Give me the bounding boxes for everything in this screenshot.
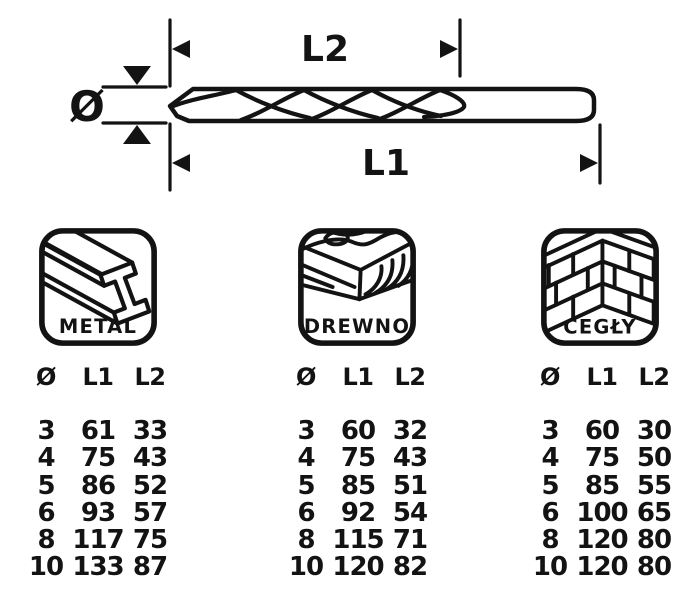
l1-arrow-right	[580, 154, 598, 172]
column-header: Ø	[540, 363, 560, 391]
table-cell: 120	[576, 525, 628, 556]
spec-table-header-drewno: Ø L1 L2	[280, 363, 444, 391]
table-cell: 4	[541, 443, 559, 474]
table-cell: 43	[392, 443, 428, 474]
wood-grain-icon: DREWNO	[297, 228, 416, 346]
column-header: L1	[342, 363, 375, 391]
drill-dimension-diagram: L2 L1 Ø	[69, 18, 602, 192]
table-cell: 52	[132, 470, 168, 501]
table-cell: 75	[584, 443, 620, 474]
table-cell: 82	[392, 552, 428, 583]
drill-flutes	[168, 87, 467, 123]
flute-length-label: L2	[301, 29, 349, 70]
column-header: L2	[134, 363, 167, 391]
total-length-label: L1	[362, 143, 410, 184]
table-cell: 3	[37, 416, 55, 446]
table-cell: 80	[636, 525, 672, 556]
table-cell: 6	[297, 497, 315, 528]
table-cell: 54	[392, 497, 428, 528]
table-cell: 71	[392, 525, 428, 556]
column-header: L2	[394, 363, 427, 391]
material-section-cegly: CEGŁY Ø L1 L2 3 60 30 4 75 50 5 85 55 6 …	[512, 225, 687, 582]
table-cell: 75	[80, 443, 116, 474]
table-cell: 55	[636, 470, 672, 501]
material-section-metal: METAL Ø L1 L2 3 61 33 4 75 43 5 86 52 6 …	[10, 225, 185, 582]
i-beam-icon: METAL	[38, 228, 157, 346]
material-label-drewno: DREWNO	[303, 315, 409, 338]
table-cell: 92	[340, 497, 376, 528]
drill-bit-drawing	[167, 86, 597, 124]
table-cell: 6	[37, 497, 55, 528]
l1-arrow-left	[172, 154, 190, 172]
table-cell: 5	[541, 470, 559, 501]
column-header: L1	[82, 363, 115, 391]
table-cell: 3	[541, 416, 559, 446]
column-header: Ø	[296, 363, 316, 391]
table-cell: 60	[340, 416, 376, 446]
table-cell: 4	[37, 443, 55, 474]
table-cell: 10	[532, 552, 568, 583]
table-cell: 60	[584, 416, 620, 446]
table-cell: 30	[636, 416, 672, 446]
table-cell: 85	[340, 470, 376, 501]
diameter-arrow-up	[123, 125, 151, 144]
table-cell: 87	[132, 552, 168, 583]
brick-wall-icon: CEGŁY	[540, 228, 659, 346]
table-cell: 93	[80, 497, 116, 528]
table-cell: 133	[72, 552, 124, 583]
dimension-extension-lines	[101, 18, 602, 192]
spec-table-drewno: 3 60 32 4 75 43 5 85 51 6 92 54 8 115 71…	[280, 416, 444, 583]
table-cell: 65	[636, 497, 672, 528]
table-cell: 10	[28, 552, 64, 583]
table-cell: 6	[541, 497, 559, 528]
diameter-label: Ø	[69, 82, 105, 131]
table-cell: 75	[340, 443, 376, 474]
table-cell: 120	[576, 552, 628, 583]
table-cell: 115	[332, 525, 384, 556]
column-header: Ø	[36, 363, 56, 391]
table-cell: 100	[576, 497, 628, 528]
table-cell: 80	[636, 552, 672, 583]
table-cell: 32	[392, 416, 428, 446]
table-cell: 43	[132, 443, 168, 474]
table-cell: 61	[80, 416, 116, 446]
table-cell: 5	[297, 470, 315, 501]
diameter-arrow-down	[123, 66, 151, 85]
column-header: L1	[586, 363, 619, 391]
table-cell: 86	[80, 470, 116, 501]
table-cell: 10	[288, 552, 324, 583]
table-cell: 85	[584, 470, 620, 501]
material-section-drewno: DREWNO Ø L1 L2 3 60 32 4 75 43 5 85 51 6…	[269, 225, 444, 582]
table-cell: 5	[37, 470, 55, 501]
spec-table-header-cegly: Ø L1 L2	[524, 363, 687, 391]
l2-arrow-right	[440, 40, 458, 58]
table-cell: 51	[392, 470, 428, 501]
table-cell: 4	[297, 443, 315, 474]
table-cell: 75	[132, 525, 168, 556]
table-cell: 8	[541, 525, 559, 556]
spec-table-cegly: 3 60 30 4 75 50 5 85 55 6 100 65 8 120 8…	[524, 416, 687, 583]
table-cell: 117	[72, 525, 124, 556]
table-cell: 3	[297, 416, 315, 446]
spec-table-metal: 3 61 33 4 75 43 5 86 52 6 93 57 8 117 75…	[20, 416, 185, 583]
table-cell: 50	[636, 443, 672, 474]
table-cell: 33	[132, 416, 168, 446]
table-cell: 8	[37, 525, 55, 556]
table-cell: 8	[297, 525, 315, 556]
material-label-cegly: CEGŁY	[563, 315, 636, 338]
material-label-metal: METAL	[58, 315, 136, 338]
table-cell: 120	[332, 552, 384, 583]
l2-arrow-left	[172, 40, 190, 58]
spec-table-header-metal: Ø L1 L2	[20, 363, 185, 391]
table-cell: 57	[132, 497, 168, 528]
column-header: L2	[638, 363, 671, 391]
